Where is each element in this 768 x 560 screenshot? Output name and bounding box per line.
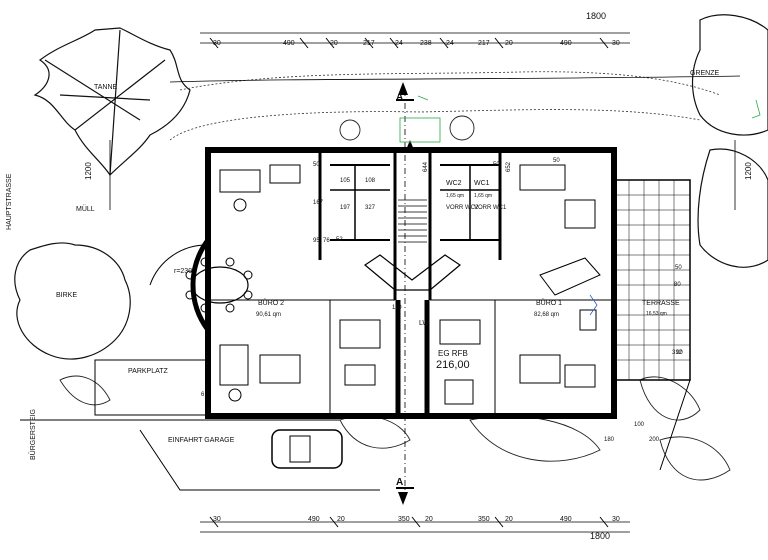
dim-top-7: 217 xyxy=(478,40,490,47)
room-buero2-area: 90,61 qm xyxy=(256,312,282,318)
right-dim-2: 90 xyxy=(676,350,683,356)
inner-dim-12: 652 xyxy=(506,161,512,172)
radius-label: r=230 xyxy=(174,268,193,275)
dim-bottom-8: 30 xyxy=(612,516,620,523)
dim-bottom-7: 490 xyxy=(560,516,572,523)
inner-dim-10: 50 xyxy=(493,162,500,168)
dimension-lines xyxy=(109,32,736,533)
dim-bottom-3: 350 xyxy=(398,516,410,523)
dim-total-top: 1800 xyxy=(586,11,607,21)
right-dim-0: 50 xyxy=(675,265,682,271)
inner-dim-8: 76 xyxy=(323,238,330,244)
label-parkplatz: PARKPLATZ xyxy=(128,368,168,375)
dim-top-9: 490 xyxy=(560,40,572,47)
room-buero2-name: BÜRO 2 xyxy=(258,300,285,307)
inner-dim-14: 6 xyxy=(201,392,205,398)
inner-dim-4: 197 xyxy=(340,205,351,211)
dim-bottom-1: 490 xyxy=(308,516,320,523)
right-dim-3: 100 xyxy=(634,422,645,428)
section-label-top: A xyxy=(396,92,404,103)
inner-dim-2: 105 xyxy=(340,178,351,184)
section-label-bottom: A xyxy=(396,477,404,488)
room-wc-area-a: 1,65 qm xyxy=(446,193,465,199)
dim-top-6: 24 xyxy=(446,40,454,47)
section-marker-top xyxy=(396,82,414,101)
section-marker-bottom xyxy=(396,487,414,505)
north-arrow xyxy=(406,140,414,150)
inner-dim-11: 644 xyxy=(423,161,429,172)
terrace-area: 16,53 qm xyxy=(646,311,667,317)
dim-bottom-2: 20 xyxy=(337,516,345,523)
label-tanne: TANNE xyxy=(94,84,118,91)
room-wc1: WC1 xyxy=(474,180,490,187)
boundary-line xyxy=(169,75,741,83)
label-einfahrt: EINFAHRT GARAGE xyxy=(168,437,235,444)
tree-right-top xyxy=(691,14,768,268)
bay-window xyxy=(149,238,253,332)
dim-total-left: 1200 xyxy=(84,162,93,180)
dim-top-0: 30 xyxy=(213,40,221,47)
room-vorr-wc2: VORR WC2 xyxy=(446,205,479,211)
room-wc-area-b: 1,65 qm xyxy=(474,193,493,199)
dim-top-4: 24 xyxy=(395,40,403,47)
inner-dim-0: 50 xyxy=(313,162,320,168)
eg-value: 216,00 xyxy=(436,359,470,371)
green-annotations xyxy=(399,95,761,143)
right-dim-1: 80 xyxy=(674,282,681,288)
dim-top-10: 30 xyxy=(612,40,620,47)
dim-top-2: 20 xyxy=(330,40,338,47)
terrace xyxy=(613,179,691,471)
dim-total-right: 1200 xyxy=(744,162,753,180)
dim-top-3: 217 xyxy=(363,40,375,47)
driveway xyxy=(20,359,380,491)
dim-top-1: 490 xyxy=(283,40,295,47)
right-dim-5: 180 xyxy=(604,437,615,443)
terrace-name: TERRASSE xyxy=(642,300,680,307)
right-dim-6: 312 xyxy=(672,350,683,356)
eg-label: EG RFB xyxy=(438,349,468,358)
inner-dim-1: 167 xyxy=(313,200,324,206)
dim-top-5: 238 xyxy=(420,40,432,47)
dim-bottom-6: 20 xyxy=(505,516,513,523)
label-muell: MÜLL xyxy=(76,206,95,213)
inner-dim-3: 108 xyxy=(365,178,376,184)
room-vorr-wc1: VORR WC1 xyxy=(474,205,507,211)
room-buero1-area: 82,68 qm xyxy=(534,312,560,318)
room-buero1-name: BÜRO 1 xyxy=(536,300,563,307)
blue-annotations xyxy=(589,294,598,316)
dim-bottom-0: 30 xyxy=(213,516,221,523)
label-grenze: GRENZE xyxy=(690,70,720,77)
lw-label: LW xyxy=(419,320,429,327)
dimension-ticks xyxy=(209,37,609,528)
room-wc2: WC2 xyxy=(446,180,462,187)
label-street: HAUPTSTRASSE xyxy=(6,173,13,230)
furniture xyxy=(219,164,601,405)
inner-dim-9: 110 xyxy=(392,305,402,311)
inner-dim-7: 95 xyxy=(313,238,320,244)
hedge-top xyxy=(169,71,721,141)
dim-top-8: 20 xyxy=(505,40,513,47)
dim-total-bottom: 1800 xyxy=(590,531,611,541)
dim-bottom-4: 20 xyxy=(425,516,433,523)
right-dim-4: 200 xyxy=(649,437,660,443)
tree-birke xyxy=(14,242,131,360)
label-birke: BIRKE xyxy=(56,292,78,299)
dim-bottom-5: 350 xyxy=(478,516,490,523)
label-buergersteig: BÜRGERSTEIG xyxy=(30,409,37,460)
inner-dim-5: 327 xyxy=(365,205,376,211)
inner-dim-6: 52 xyxy=(336,237,343,243)
inner-dim-13: 50 xyxy=(553,158,560,164)
